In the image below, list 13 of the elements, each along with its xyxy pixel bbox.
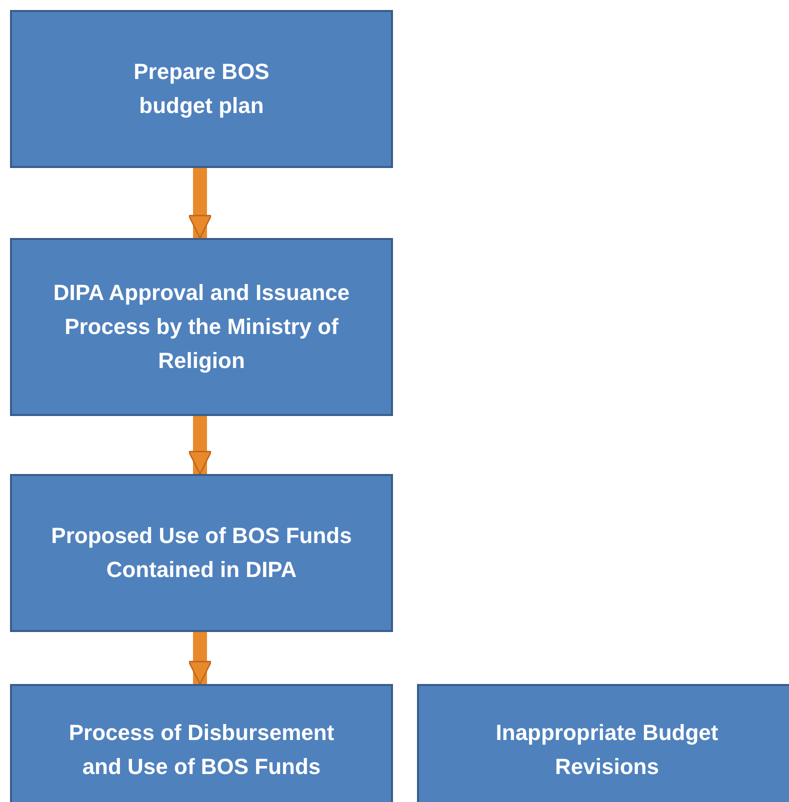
process-box <box>10 684 393 802</box>
process-box <box>10 10 393 168</box>
block-arrow <box>188 168 212 239</box>
box-label: DIPA Approval and Issuance Process by the Ministry of Religion <box>52 279 351 375</box>
box-label: Prepare BOS budget plan <box>132 58 270 120</box>
box-label: Process of Disbursement and Use of BOS Funds <box>68 719 336 781</box>
block-arrow <box>188 632 212 685</box>
process-box <box>10 238 393 416</box>
process-box <box>417 684 789 802</box>
box-label: Inappropriate Budget Revisions <box>494 719 720 781</box>
process-box <box>10 474 393 632</box>
block-arrow <box>188 416 212 475</box>
box-label: Proposed Use of BOS Funds Contained in DIPA <box>50 522 353 584</box>
